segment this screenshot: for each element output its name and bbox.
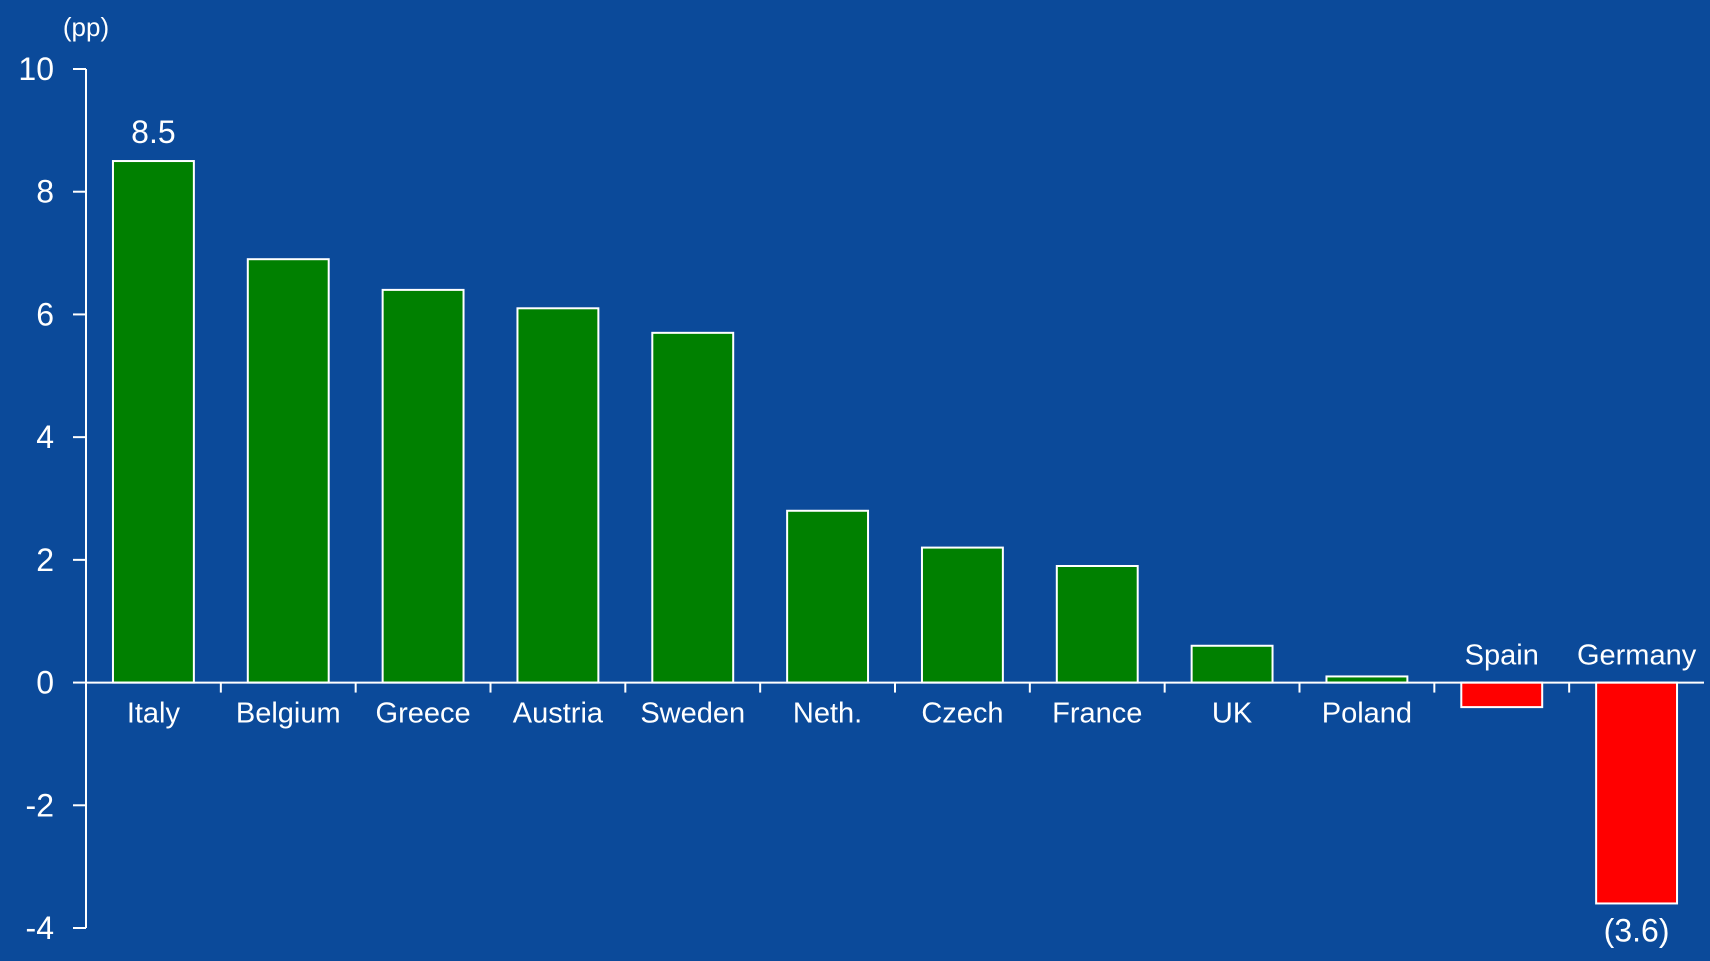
bar-france	[1055, 564, 1139, 684]
x-axis	[86, 681, 1704, 693]
y-tick-label: 8	[36, 174, 54, 210]
bar-uk	[1190, 644, 1274, 684]
y-tick-label: 0	[36, 665, 54, 701]
category-label: Poland	[1322, 698, 1412, 730]
category-labels: Italy Belgium Greece Austria Sweden Neth. Czec…	[127, 640, 1697, 730]
data-labels: 8.5 (3.6)	[131, 114, 1669, 948]
category-label: Czech	[921, 698, 1003, 730]
bar-sweden	[651, 331, 735, 684]
bars	[111, 160, 1679, 905]
data-label: (3.6)	[1604, 912, 1670, 948]
bar-czech	[920, 546, 1004, 684]
category-label: Austria	[513, 698, 604, 730]
y-tick-label: 6	[36, 296, 54, 332]
category-label: Greece	[376, 698, 471, 730]
category-label: Spain	[1465, 640, 1539, 672]
data-label: 8.5	[131, 114, 175, 150]
y-tick-label: -2	[26, 787, 54, 823]
bar-italy	[111, 160, 195, 684]
bar-greece	[381, 288, 465, 684]
y-tick-label: 10	[18, 51, 54, 87]
bar-germany	[1595, 681, 1679, 905]
category-label: Germany	[1577, 640, 1697, 672]
category-label: Neth.	[793, 698, 862, 730]
bar-belgium	[246, 258, 330, 684]
y-tick-label: -4	[26, 910, 54, 946]
bar-spain	[1460, 681, 1544, 709]
y-axis: -4 -2 0 2 4 6 8 10	[18, 51, 87, 946]
category-label: UK	[1212, 698, 1253, 730]
bar-austria	[516, 307, 600, 684]
y-unit-label: (pp)	[63, 12, 109, 42]
y-tick-label: 4	[36, 419, 54, 455]
category-label: France	[1052, 698, 1142, 730]
bar-neth	[786, 509, 870, 684]
category-label: Sweden	[640, 698, 745, 730]
category-label: Italy	[127, 698, 181, 730]
category-label: Belgium	[236, 698, 341, 730]
y-tick-label: 2	[36, 542, 54, 578]
